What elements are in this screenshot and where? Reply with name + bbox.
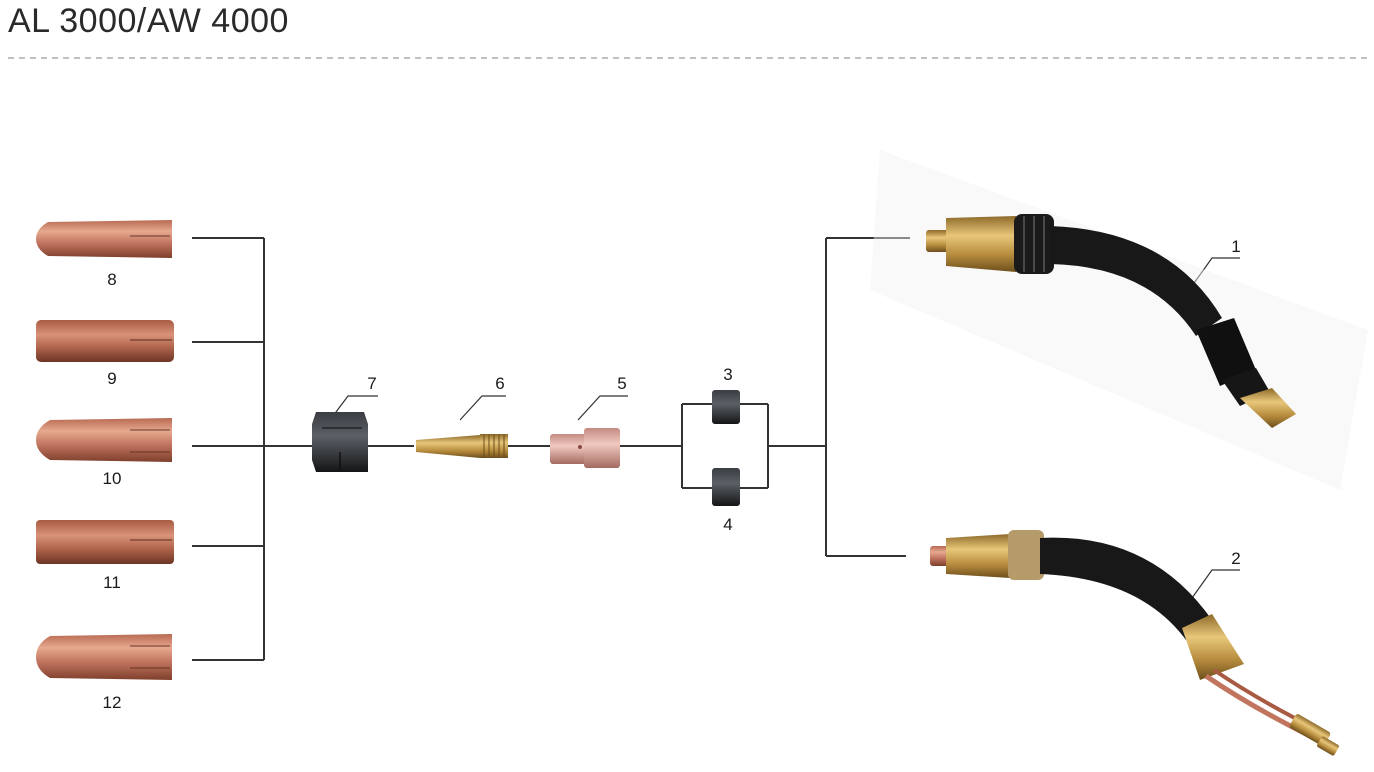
- nozzle-11: [36, 520, 174, 564]
- nozzle-adapter-7: [312, 412, 368, 472]
- label-part-4: 4: [723, 515, 732, 534]
- label-part-2: 2: [1231, 549, 1240, 568]
- label-part-7: 7: [367, 374, 376, 393]
- label-part-6: 6: [495, 374, 504, 393]
- label-part-12: 12: [103, 693, 122, 712]
- label-part-11: 11: [103, 573, 121, 592]
- page-title: AL 3000/AW 4000: [8, 2, 289, 40]
- leader-lines: [329, 257, 1240, 599]
- label-part-9: 9: [107, 369, 116, 388]
- label-part-10: 10: [103, 469, 122, 488]
- torch-neck-2: [930, 530, 1339, 756]
- label-part-1: 1: [1231, 237, 1240, 256]
- torch-neck-1: [870, 150, 1368, 490]
- nozzle-10: [36, 418, 172, 462]
- label-part-3: 3: [723, 365, 732, 384]
- label-part-5: 5: [617, 374, 626, 393]
- contact-tip-6: [416, 434, 508, 458]
- nozzle-9: [36, 320, 174, 362]
- label-part-8: 8: [107, 270, 116, 289]
- nozzle-12: [36, 634, 172, 680]
- connector-lines: [192, 237, 910, 661]
- tip-holder-5: [550, 428, 620, 468]
- insulator-4: [712, 468, 740, 506]
- nozzle-8: [36, 220, 172, 258]
- insulator-3: [712, 390, 740, 424]
